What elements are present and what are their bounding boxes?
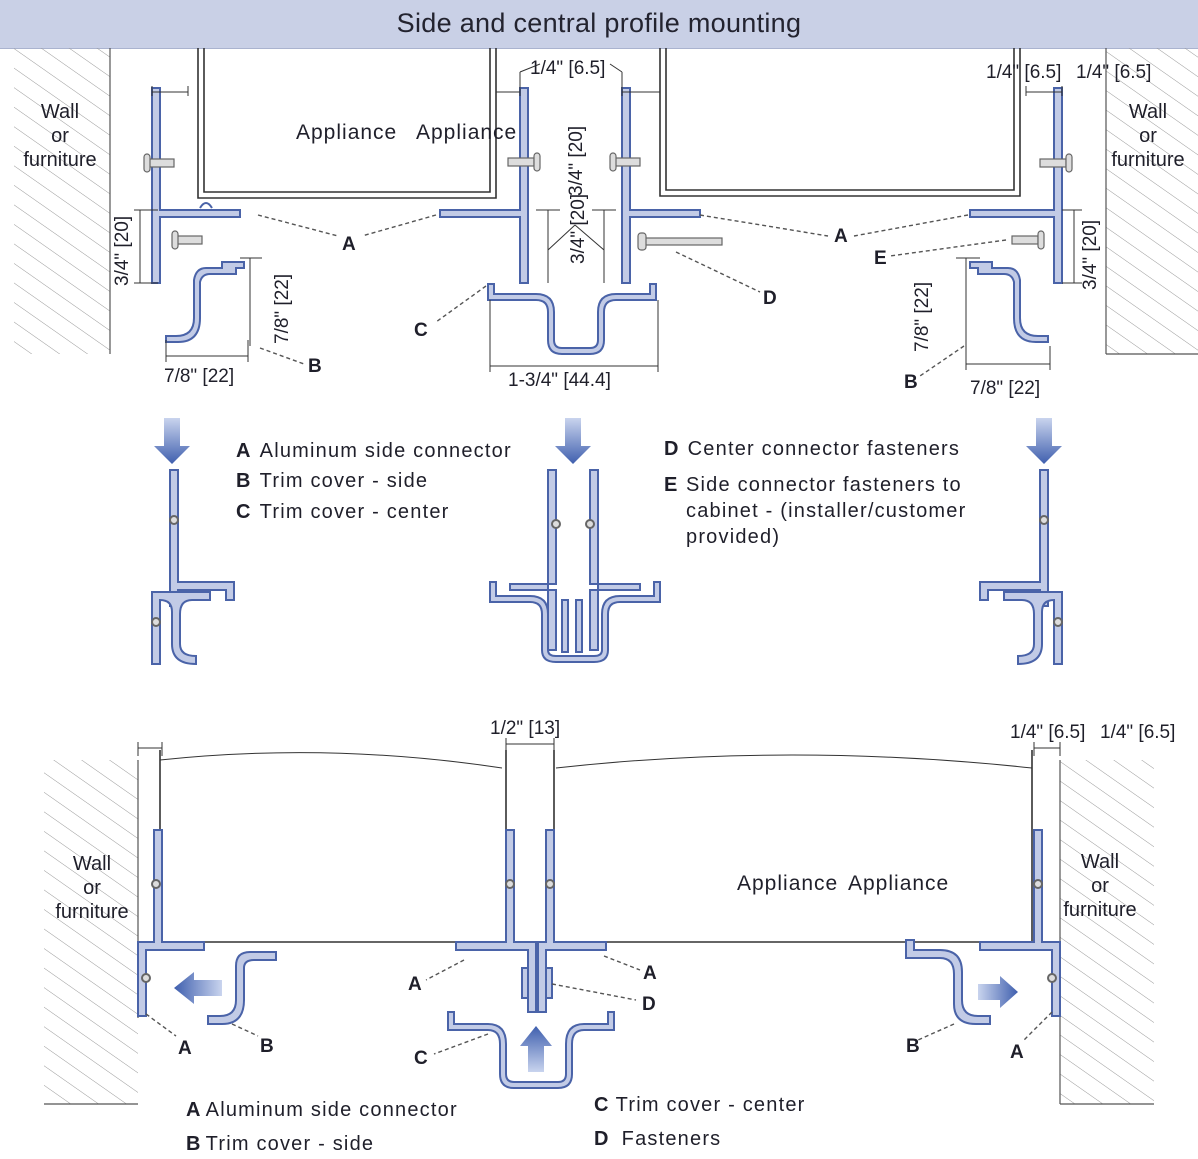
label-b-bottom-left: B [260, 1036, 274, 1057]
label-a-bottom-center-left: A [408, 974, 422, 995]
rivet-fastener-d [637, 232, 723, 251]
appliance-label-top-1: Appliance [296, 121, 398, 144]
label-b-top-right: B [904, 372, 918, 393]
side-connector-left-top [151, 87, 241, 284]
title-bar: Side and central profile mounting [0, 0, 1198, 49]
label-a-bottom-center-right: A [643, 963, 657, 984]
label-a-top-right: A [834, 226, 848, 247]
appliance-label-bottom-1: Appliance [737, 872, 839, 895]
assembled-side-left [151, 469, 235, 666]
label-a-bottom-left: A [178, 1038, 192, 1059]
arrow-down-center [555, 418, 591, 464]
arrow-down-left [154, 418, 190, 464]
trim-cover-center-top [487, 283, 657, 355]
dim-top-center-three-quarter-a: 3/4" [20] [566, 125, 587, 196]
dim-bottom-center-half: 1/2" [13] [490, 718, 561, 739]
label-a-bottom-right: A [1010, 1042, 1024, 1063]
dim-top-left-seven-eighth-h: 7/8" [22] [164, 366, 235, 387]
dim-top-center-width: 1-3/4" [44.4] [508, 370, 611, 391]
arrow-right-bottom [978, 976, 1018, 1008]
dim-bottom-right-quarter-2: 1/4" [6.5] [1100, 722, 1176, 743]
label-b-top-left: B [308, 356, 322, 377]
trim-cover-side-right-bottom [905, 939, 991, 1025]
arrow-left-bottom [174, 972, 222, 1004]
dimension-lines-top [134, 63, 1082, 372]
dim-top-left-seven-eighth-v: 7/8" [22] [272, 273, 293, 344]
wall-left-top [14, 48, 111, 354]
arrow-down-right [1026, 418, 1062, 464]
trim-cover-center-bottom [447, 1011, 615, 1089]
appliance-box-bottom [159, 750, 1033, 943]
center-connector-right-top [621, 87, 701, 284]
leader-lines-bottom [145, 955, 1053, 1055]
screw-left-top-1 [143, 153, 175, 173]
appliance-box-right [659, 48, 1021, 197]
side-connector-right-top [969, 87, 1063, 284]
trim-cover-side-left-bottom [207, 951, 277, 1025]
leader-lines-top [257, 214, 1007, 377]
side-connector-right-bottom [979, 829, 1061, 1017]
screw-center-top-1 [507, 152, 541, 172]
dim-top-left-three-quarter: 3/4" [20] [112, 215, 133, 286]
dim-top-center-three-quarter-b: 3/4" [20] [568, 193, 589, 264]
dim-top-right-seven-eighth-h: 7/8" [22] [970, 378, 1041, 399]
screw-right-top-2 [1011, 230, 1045, 250]
dimension-lines-bottom [137, 738, 1061, 760]
screw-left-top-2 [171, 230, 203, 250]
assembled-side-right [979, 469, 1063, 666]
label-c-bottom: C [414, 1048, 428, 1069]
label-e-top: E [874, 248, 887, 269]
label-b-bottom-right: B [906, 1036, 920, 1057]
center-connector-left-top [439, 87, 529, 284]
assembled-center [489, 469, 661, 663]
label-c-top: C [414, 320, 428, 341]
arrow-up-bottom [520, 1026, 552, 1072]
dim-bottom-right-quarter-1: 1/4" [6.5] [1010, 722, 1086, 743]
screw-right-top-1 [1039, 153, 1073, 173]
wall-left-bottom [44, 760, 139, 1105]
label-a-top-left: A [342, 234, 356, 255]
label-d-top: D [763, 288, 777, 309]
dim-top-right-seven-eighth-v: 7/8" [22] [912, 281, 933, 352]
label-d-bottom: D [642, 994, 656, 1015]
trim-cover-side-right-top [969, 261, 1049, 343]
screw-center-top-2 [609, 152, 641, 172]
dim-top-right-three-quarter: 3/4" [20] [1080, 219, 1101, 290]
appliance-label-top-2: Appliance [416, 121, 518, 144]
appliance-box-left [197, 48, 497, 199]
wall-right-bottom [1059, 760, 1154, 1105]
trim-cover-side-left-top [165, 261, 245, 343]
side-connector-left-bottom [137, 829, 205, 1017]
dim-top-right-quarter-1: 1/4" [6.5] [986, 62, 1062, 83]
dim-top-right-quarter-2: 1/4" [6.5] [1076, 62, 1152, 83]
page-title: Side and central profile mounting [396, 8, 802, 38]
wall-right-top [1105, 48, 1198, 355]
appliance-label-bottom-2: Appliance [848, 872, 950, 895]
center-connector-bottom [455, 829, 607, 1013]
dim-top-center-quarter: 1/4" [6.5] [530, 58, 606, 79]
